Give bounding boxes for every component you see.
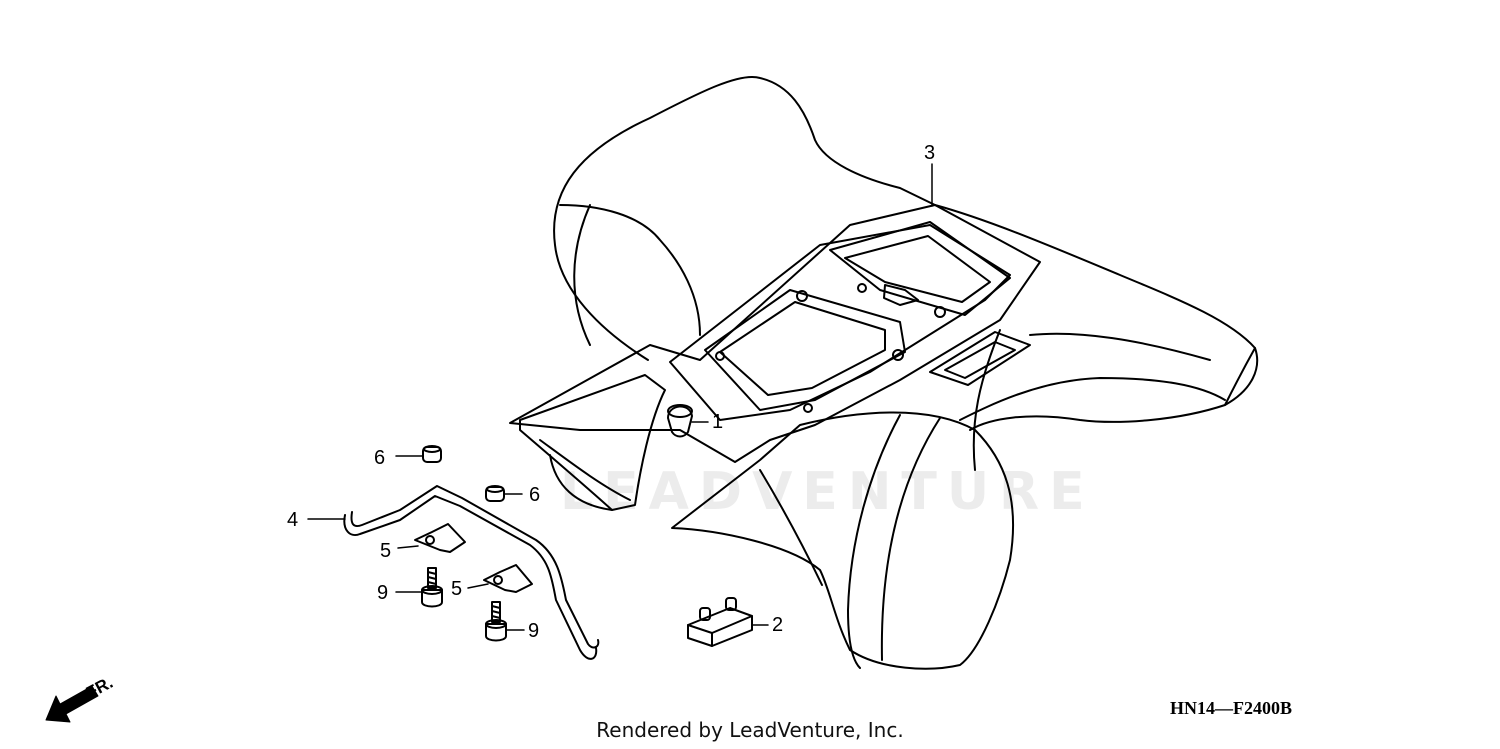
leader-line-5b	[467, 583, 489, 589]
bracket-part-5a	[414, 523, 466, 553]
callout-5b: 5	[451, 578, 463, 600]
callout-6b: 6	[529, 484, 541, 506]
callout-6a: 6	[374, 447, 386, 469]
leader-line-5a	[397, 545, 419, 549]
collar-part-6b	[485, 485, 505, 502]
diagram-code: HN14—F2400B	[1170, 698, 1293, 718]
callout-3: 3	[924, 142, 936, 164]
callout-9b: 9	[528, 620, 540, 642]
cushion-part-1	[667, 404, 693, 438]
callout-9a: 9	[377, 582, 389, 604]
render-credit: Rendered by LeadVenture, Inc.	[596, 718, 904, 742]
callout-1: 1	[712, 411, 724, 433]
bolt-part-9a	[421, 567, 443, 608]
front-direction-arrow-icon	[45, 685, 99, 723]
rubber-block-part-2	[687, 597, 753, 647]
rear-fender	[509, 76, 1259, 670]
bracket-part-5b	[483, 564, 533, 593]
bolt-part-9b	[485, 601, 507, 642]
collar-part-6a	[422, 445, 442, 463]
callout-2: 2	[772, 614, 784, 636]
callout-5a: 5	[380, 540, 392, 562]
callout-4: 4	[287, 509, 299, 531]
watermark-text: LEADVENTURE	[560, 462, 1095, 522]
rod-part-4	[343, 485, 600, 660]
